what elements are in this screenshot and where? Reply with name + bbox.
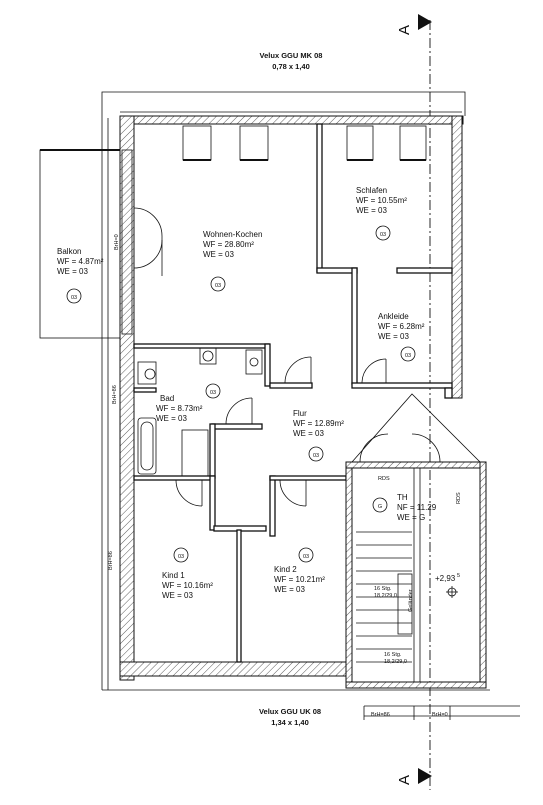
room-name: Kind 1: [162, 571, 185, 580]
window-top-name: Velux GGU MK 08: [260, 51, 323, 60]
outer-walls: [119, 115, 464, 681]
section-arrow-bottom-icon: [418, 768, 432, 784]
room-area: WF = 28.80m²: [203, 240, 254, 249]
section-arrow-top-icon: [418, 14, 432, 30]
room-area: NF = 11.29: [397, 503, 437, 512]
room-area: WF = 8.73m²: [156, 404, 203, 413]
roof-windows: [182, 125, 427, 161]
unit-badge: 03: [215, 283, 221, 289]
rds-top-label: RDS: [378, 476, 390, 482]
brh-balkon-label: BrH=0: [114, 234, 120, 250]
room-unit: WE = G: [397, 513, 425, 522]
room-name: TH: [397, 493, 408, 502]
room-name: Ankleide: [378, 312, 409, 321]
room-name: Kind 2: [274, 565, 297, 574]
stair-bottom-label: 16 Stg.: [384, 652, 402, 658]
interior-walls: [133, 123, 487, 689]
level-sup: 5: [457, 573, 460, 579]
room-wohnen: Wohnen-Kochen WF = 28.80m² WE = 03 03: [203, 230, 262, 292]
room-balkon: Balkon WF = 4.87m² WE = 03 03: [57, 247, 104, 304]
stair-top2-label: 18,2/29,0: [374, 593, 397, 599]
window-bottom-size: 1,34 x 1,40: [271, 718, 309, 727]
room-name: Schlafen: [356, 186, 387, 195]
room-name: Wohnen-Kochen: [203, 230, 262, 239]
doors: [133, 207, 441, 507]
room-kind2: 03 Kind 2 WF = 10.21m² WE = 03: [274, 547, 325, 594]
room-kind1: 03 Kind 1 WF = 10.16m² WE = 03: [162, 547, 213, 600]
room-unit: WE = 03: [57, 267, 88, 276]
gelaender-label: Geländer: [408, 589, 414, 612]
room-schlafen: Schlafen WF = 10.55m² WE = 03 03: [356, 186, 407, 241]
room-area: WF = 4.87m²: [57, 257, 104, 266]
unit-badge: 03: [303, 554, 309, 560]
window-top-size: 0,78 x 1,40: [272, 62, 310, 71]
window-bottom-name: Velux GGU UK 08: [259, 707, 321, 716]
room-th: TH NF = 11.29 WE = G G: [372, 493, 437, 522]
brh-kind1-label: BrH=86: [108, 551, 114, 570]
room-area: WF = 6.28m²: [378, 322, 425, 331]
level-marker: [446, 586, 458, 598]
bath-fixtures: [137, 347, 263, 477]
unit-badge: 03: [405, 353, 411, 359]
section-marker-top: A: [396, 25, 413, 35]
brh-bottom-b-label: BrH=0: [432, 712, 448, 718]
room-unit: WE = 03: [162, 591, 193, 600]
room-name: Bad: [160, 394, 174, 403]
stair-roof-outline: [351, 393, 481, 463]
section-line: A A: [396, 14, 432, 790]
unit-badge: 03: [210, 390, 216, 396]
room-unit: WE = 03: [156, 414, 187, 423]
room-name: Flur: [293, 409, 307, 418]
room-area: WF = 10.55m²: [356, 196, 407, 205]
unit-badge: 03: [71, 295, 77, 301]
room-bad: 03 Bad WF = 8.73m² WE = 03: [156, 383, 221, 423]
unit-badge: G: [378, 504, 382, 510]
room-unit: WE = 03: [356, 206, 387, 215]
room-unit: WE = 03: [293, 429, 324, 438]
room-unit: WE = 03: [203, 250, 234, 259]
section-marker-bottom: A: [396, 775, 413, 785]
brh-bad-label: BrH=86: [112, 385, 118, 404]
room-area: WF = 12.89m²: [293, 419, 344, 428]
stair: [356, 531, 413, 663]
room-unit: WE = 03: [274, 585, 305, 594]
room-area: WF = 10.16m²: [162, 581, 213, 590]
stair-bottom2-label: 18,2/29,0: [384, 659, 407, 665]
brh-bottom-a-label: BrH=86: [371, 712, 390, 718]
room-flur: Flur WF = 12.89m² WE = 03 03: [293, 409, 344, 462]
room-area: WF = 10.21m²: [274, 575, 325, 584]
room-ankleide: Ankleide WF = 6.28m² WE = 03 03: [378, 312, 425, 362]
room-unit: WE = 03: [378, 332, 409, 341]
bottom-dims: [363, 705, 520, 720]
room-name: Balkon: [57, 247, 81, 256]
unit-badge: 03: [380, 232, 386, 238]
unit-badge: 03: [313, 453, 319, 459]
roof-outline: [101, 91, 490, 691]
unit-badge: 03: [178, 554, 184, 560]
rds-side-label: RDS: [456, 492, 462, 504]
balcony: [39, 149, 133, 339]
stair-top-label: 16 Stg.: [374, 586, 392, 592]
level-label: +2,93: [435, 574, 456, 583]
